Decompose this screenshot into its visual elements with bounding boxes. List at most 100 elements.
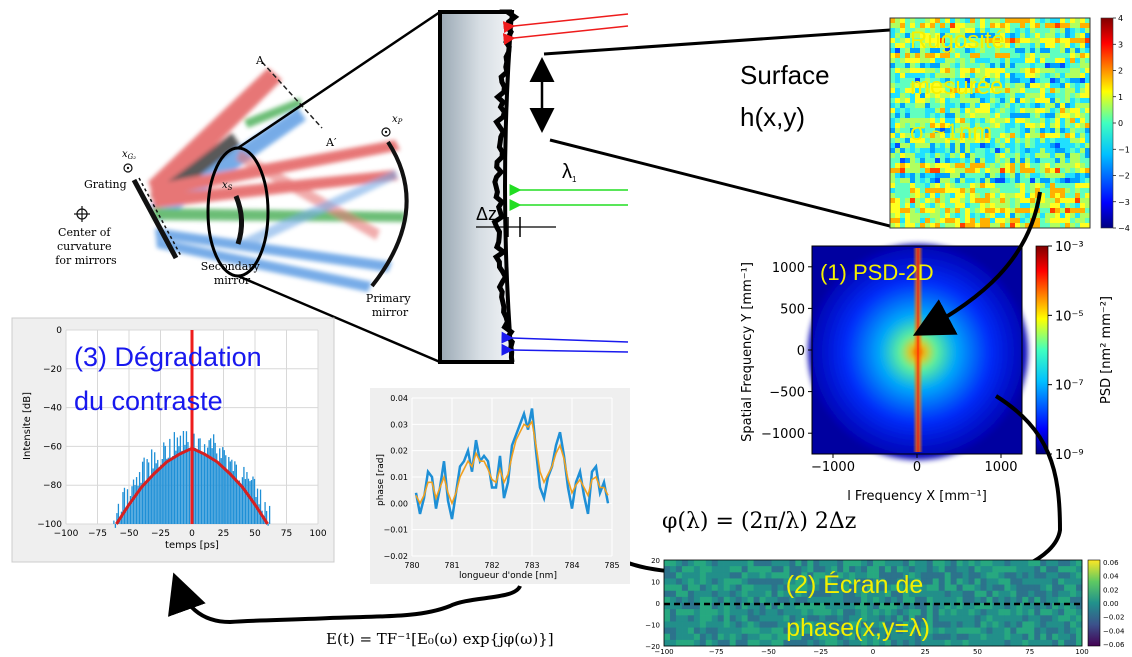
psd-colorbar-tick: 10⁻⁹ [1055,448,1084,463]
phase-series-raw [414,408,610,520]
phase-screen-colorbar-tick: 0.02 [1103,586,1119,594]
phase-screen-x-tick: −75 [709,648,724,656]
contrast-y-tick: −100 [37,520,62,530]
phase-plot-y-tick: 0.04 [390,394,408,403]
primary-mirror [370,140,409,288]
phase-screen-x-tick: −100 [654,648,673,656]
secondary-coord-label: xS [222,180,233,192]
psd-y-tick: 1000 [772,261,805,276]
phase-screen-colorbar-tick: −0.06 [1103,641,1125,649]
contrast-x-tick: 0 [189,529,195,539]
contrast-title: (3) Dégradation du contraste [74,342,269,416]
phase-screen-colorbar [1087,559,1101,647]
contrast-x-tick: 25 [218,529,229,539]
roughness-colorbar-tick: 0 [1118,119,1123,128]
point-a-label: A [255,54,265,67]
psd-title: (1) PSD-2D [820,260,934,285]
zoom-line-top [237,10,441,150]
grating [131,178,179,260]
psd-colorbar-label: PSD [nm² mm⁻²] [1099,296,1114,404]
roughness-colorbar-tick: −4 [1118,224,1130,233]
phase-plot-x-tick: 780 [404,561,419,570]
contrast-x-tick: 50 [249,529,261,539]
phase-screen-y-tick: −20 [645,643,660,651]
psd-colorbar-tick: 10⁻³ [1055,240,1084,255]
phase-screen-colorbar-tick: −0.04 [1103,627,1125,635]
delta-z-marker [476,217,556,237]
grating-coord-label: xG₂ [122,149,136,161]
phase-plot-xlabel: longueur d'onde [nm] [459,571,557,581]
phase-screen-y-tick: 10 [651,579,660,587]
contrast-x-tick: 100 [309,529,326,539]
contrast-x-tick: −75 [88,529,107,539]
contrast-y-tick: −80 [43,481,62,491]
a-a-prime-line [261,61,323,129]
phase-plot-y-tick: 0.03 [390,420,408,429]
psd-x-tick: 0 [913,460,921,475]
roughness-colorbar-tick: 4 [1118,14,1123,23]
secondary-mirror [233,195,244,245]
roughness-colorbar-tick: 3 [1118,40,1123,49]
contrast-x-tick: −50 [120,529,139,539]
wavelength-label: λ1 [562,161,577,184]
arrow-roughness-to-psd [912,191,1042,336]
roughness-colorbar-tick: −3 [1118,198,1130,207]
phase-screen-y-tick: 20 [651,557,660,565]
psd-y-tick: 500 [780,302,805,317]
contrast-x-tick: −25 [151,529,170,539]
phase-plot-y-tick: −0.01 [383,526,408,535]
contrast-y-tick: 0 [56,326,62,336]
phase-plot-ylabel: phase [rad] [376,454,386,506]
psd-xlabel: l Frequency X [mm⁻¹] [847,489,987,504]
phase-screen-colorbar-tick: −0.02 [1103,614,1124,622]
delta-z-label: Δz [476,204,497,224]
roughness-colorbar [1100,17,1114,229]
psd-colorbar [1035,245,1049,455]
roughness-title: Rugosité mesurée σ ~1nm [910,27,1011,146]
crosshair-icon [74,206,90,222]
phase-screen-colorbar-tick: 0.06 [1103,559,1119,567]
beams-green [509,184,628,211]
rough-surface-edge [491,9,520,363]
surface-label: Surface h(x,y) [740,60,837,132]
psd-y-tick: 0 [797,344,805,359]
psd-ylabel: Spatial Frequency Y [mm⁻¹] [740,262,755,442]
contrast-y-tick: −20 [43,365,62,375]
primary-coord-icon [381,127,391,137]
beams-red [502,13,629,46]
center-of-curvature-label: Center of curvature for mirrors [55,226,117,267]
roughness-connector-top [543,28,891,56]
phase-series-smooth [415,419,609,506]
roughness-connector-bottom [549,138,891,228]
contrast-x-tick: −100 [54,529,79,539]
psd-colorbar-tick: 10⁻⁷ [1055,379,1084,394]
phase-plot-y-tick: 0.01 [390,473,408,482]
contrast-ylabel: Intensite [dB] [22,392,33,460]
beam-bundle [148,68,405,292]
psd-colorbar-tick: 10⁻⁵ [1055,309,1084,324]
phase-screen-y-tick: −10 [645,622,660,630]
phase-screen-x-tick: 75 [1025,648,1034,656]
phase-screen-colorbar-tick: 0.04 [1103,573,1119,581]
primary-coord-label: xP [392,114,403,126]
psd-x-tick: 1000 [984,460,1017,475]
phase-plot-y-tick: −0.02 [383,552,408,561]
roughness-colorbar-tick: −2 [1118,172,1130,181]
beams-blue [501,331,629,356]
phase-plot-x-tick: 785 [604,561,619,570]
phase-screen-title: (2) Écran de phase(x,y=λ) [786,570,931,642]
roughness-colorbar-tick: −1 [1118,145,1130,154]
grating-coord-icon [123,163,133,173]
point-a-prime-label: A′ [325,136,337,149]
grating-label: Grating [84,178,127,191]
psd-y-tick: −1000 [761,427,805,442]
phase-screen-x-tick: 100 [1075,648,1088,656]
optical-schematic: A A′ xG₂ Grating Center of curvature for… [55,54,411,319]
zoom-line-bottom [237,274,441,364]
roughness-colorbar-tick: 2 [1118,67,1123,76]
arrow-formula-to-contrast [168,572,522,625]
phase-plot-y-tick: 0.00 [390,499,408,508]
